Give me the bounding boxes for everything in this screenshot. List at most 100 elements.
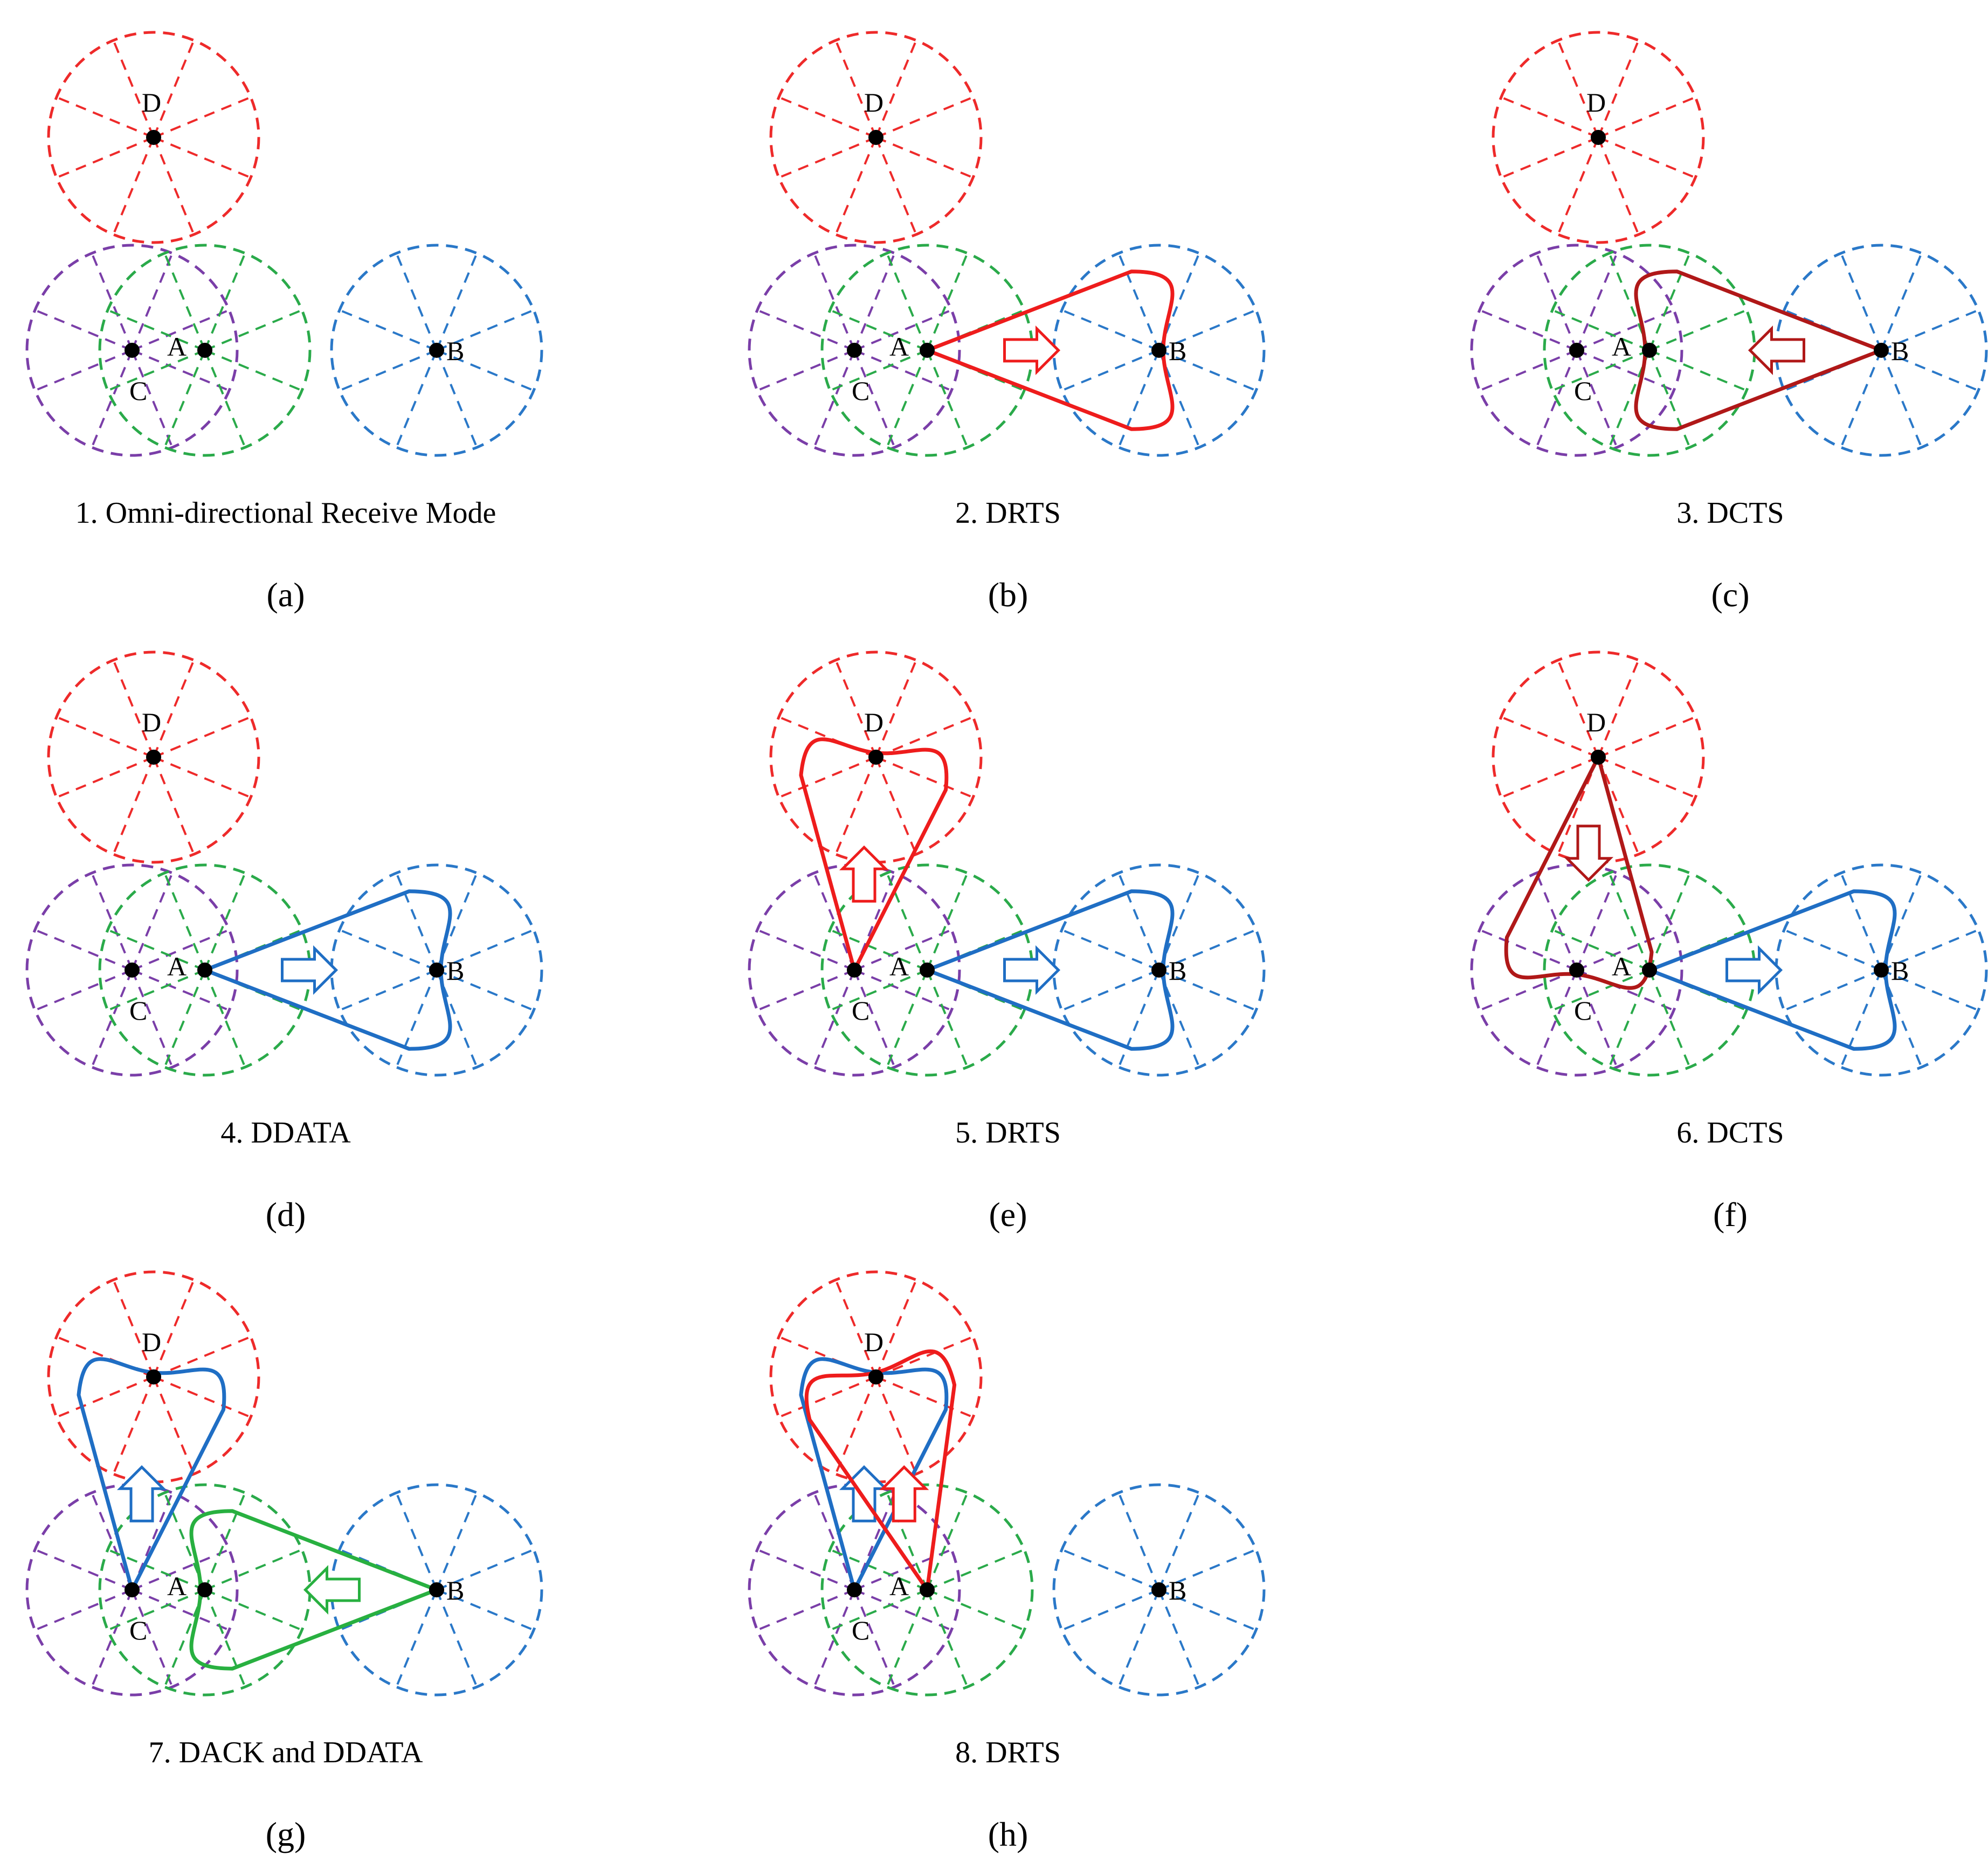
coverage-circle-d [1492,31,1705,244]
node-label-d: D [864,1327,883,1357]
node-d [146,750,161,765]
node-a [920,963,935,978]
node-label-c: C [852,995,869,1026]
node-label-d: D [864,87,883,117]
direction-arrow-up [116,1465,167,1522]
coverage-circle-c [1470,244,1683,457]
node-b [1151,963,1166,978]
node-label-b: B [446,336,464,366]
node-label-a: A [889,951,909,981]
node-b [429,1582,444,1597]
beam-c-d [799,1357,949,1592]
direction-arrow-up [839,845,889,903]
panel-g: D CA B 7. DACK and DDATA (g) [25,1270,543,1853]
node-label-c: C [129,376,147,406]
panel-sublabel: (f) [1713,1195,1748,1234]
coverage-circle-a [98,244,312,457]
node-c [847,1582,862,1597]
node-label-d: D [864,707,883,737]
node-d [868,750,883,765]
node-d [868,130,883,145]
node-d [1591,750,1606,765]
node-c [1569,343,1584,358]
direction-arrow-right [281,945,339,995]
panel-caption: 5. DRTS [955,1116,1061,1150]
node-label-c: C [852,376,869,406]
direction-arrow-left [1748,325,1805,376]
node-label-c: C [1574,995,1592,1026]
node-a [920,1582,935,1597]
node-label-d: D [142,707,161,737]
node-b [1151,1582,1166,1597]
direction-arrow-left [303,1565,361,1615]
node-c [125,343,140,358]
panel-sublabel: (a) [266,576,305,614]
direction-arrow-down [1563,825,1614,882]
panel-caption: 4. DDATA [220,1116,351,1150]
node-c [125,963,140,978]
panel-sublabel: (b) [988,576,1028,614]
node-b [1151,343,1166,358]
direction-arrow-right [1003,325,1061,376]
node-a [1642,343,1657,358]
node-label-b: B [1169,1575,1186,1605]
node-label-b: B [446,1575,464,1605]
node-label-c: C [129,1615,147,1645]
panel-c: D CA B 3. DCTS (c) [1470,31,1988,614]
node-c [125,1582,140,1597]
node-label-a: A [1612,951,1631,981]
node-label-b: B [1169,336,1186,366]
panel-caption: 6. DCTS [1676,1116,1784,1150]
panel-sublabel: (g) [266,1815,306,1853]
direction-arrow-right [1003,945,1061,995]
panel-caption: 1. Omni-directional Receive Mode [75,496,496,530]
node-a [197,1582,212,1597]
node-a [197,963,212,978]
node-label-b: B [1891,336,1909,366]
coverage-circle-b [330,244,543,457]
node-b [429,343,444,358]
node-label-d: D [1586,87,1606,117]
node-a [197,343,212,358]
node-label-c: C [852,1615,869,1645]
node-c [847,963,862,978]
direction-arrow-up [879,1465,929,1522]
node-label-d: D [142,1327,161,1357]
panel-sublabel: (h) [988,1815,1028,1853]
node-label-a: A [167,331,187,362]
beam-c-d [799,737,949,972]
node-d [1591,130,1606,145]
panel-sublabel: (c) [1711,576,1749,614]
coverage-circle-d [47,650,260,864]
node-a [1642,963,1657,978]
node-label-a: A [889,331,909,362]
node-c [1569,963,1584,978]
panel-caption: 7. DACK and DDATA [149,1736,423,1769]
node-label-a: A [167,1571,187,1601]
panel-caption: 8. DRTS [955,1736,1061,1769]
direction-arrow-right [1725,945,1783,995]
node-label-b: B [1169,956,1186,986]
panel-caption: 3. DCTS [1676,496,1784,530]
panel-sublabel: (d) [266,1195,306,1234]
coverage-circle-b [1052,1483,1266,1697]
node-b [1874,343,1889,358]
coverage-circle-c [25,244,239,457]
node-b [1874,963,1889,978]
panel-h: D CA B 8. DRTS (h) [748,1270,1266,1853]
node-d [146,1369,161,1384]
node-label-c: C [1574,376,1592,406]
node-label-a: A [889,1571,909,1601]
node-label-a: A [1612,331,1631,362]
node-label-d: D [1586,707,1606,737]
coverage-circle-d [769,31,983,244]
coverage-circle-c [748,244,961,457]
coverage-circle-a [820,1483,1034,1697]
node-c [847,343,862,358]
coverage-circle-d [47,31,260,244]
